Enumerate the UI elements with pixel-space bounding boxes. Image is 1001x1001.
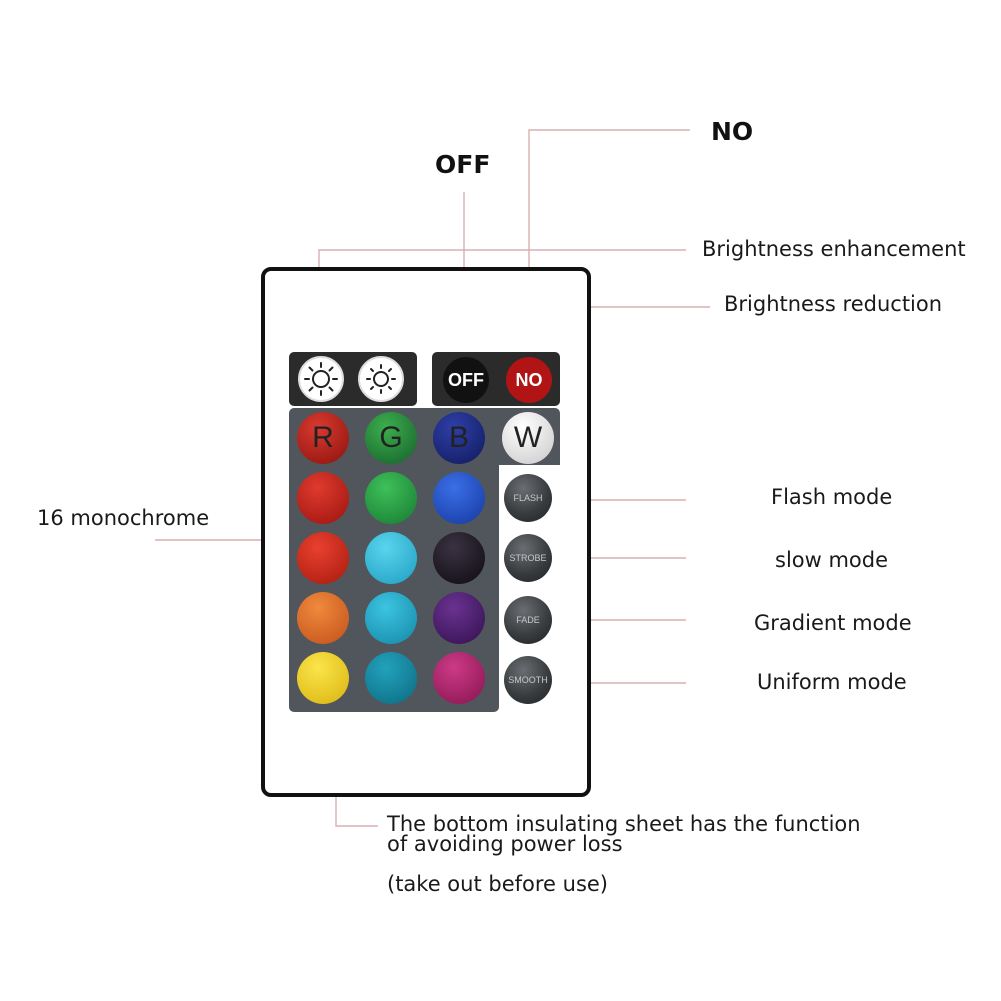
insulating-note-line1: The bottom insulating sheet has the func… <box>387 812 861 836</box>
w-button-label: W <box>513 421 543 454</box>
color-button-magenta[interactable] <box>433 652 485 704</box>
color-button-blue[interactable] <box>433 472 485 524</box>
color-button-orange[interactable] <box>297 592 349 644</box>
color-button-teal[interactable] <box>365 592 417 644</box>
off-label: OFF <box>435 150 491 179</box>
brightness-up-button[interactable] <box>298 356 344 402</box>
smooth-button[interactable]: SMOOTH <box>504 656 552 704</box>
flash-mode-label: Flash mode <box>771 485 893 509</box>
sun-up-icon <box>304 362 338 396</box>
gradient-mode-label: Gradient mode <box>754 611 912 635</box>
brightness-reduction-label: Brightness reduction <box>724 292 943 316</box>
b-button[interactable]: B <box>433 412 485 464</box>
brightness-enhancement-label: Brightness enhancement <box>702 237 966 261</box>
color-button-yellow[interactable] <box>297 652 349 704</box>
flash-button[interactable]: FLASH <box>504 474 552 522</box>
color-button-black[interactable] <box>433 532 485 584</box>
uniform-mode-label: Uniform mode <box>757 670 907 694</box>
color-button-red[interactable] <box>297 472 349 524</box>
off-button[interactable]: OFF <box>443 357 489 403</box>
fade-button[interactable]: FADE <box>504 596 552 644</box>
color-button-deep-teal[interactable] <box>365 652 417 704</box>
color-button-cyan[interactable] <box>365 532 417 584</box>
brightness-down-button[interactable] <box>358 356 404 402</box>
on-label: NO <box>711 117 754 146</box>
monochrome-label: 16 monochrome <box>37 506 210 530</box>
g-button[interactable]: G <box>365 412 417 464</box>
color-button-dark-red[interactable] <box>297 532 349 584</box>
slow-mode-label: slow mode <box>775 548 889 572</box>
color-button-purple[interactable] <box>433 592 485 644</box>
strobe-button[interactable]: STROBE <box>504 534 552 582</box>
insulating-note-line2: of avoiding power loss <box>387 832 623 856</box>
color-button-green[interactable] <box>365 472 417 524</box>
on-button[interactable]: NO <box>506 357 552 403</box>
sun-down-icon <box>366 364 396 394</box>
r-button-label: R <box>312 421 334 454</box>
r-button[interactable]: R <box>297 412 349 464</box>
w-button[interactable]: W <box>502 412 554 464</box>
b-button-label: B <box>448 421 469 454</box>
g-button-label: G <box>379 421 403 454</box>
insulating-note-take-out: (take out before use) <box>387 872 608 896</box>
